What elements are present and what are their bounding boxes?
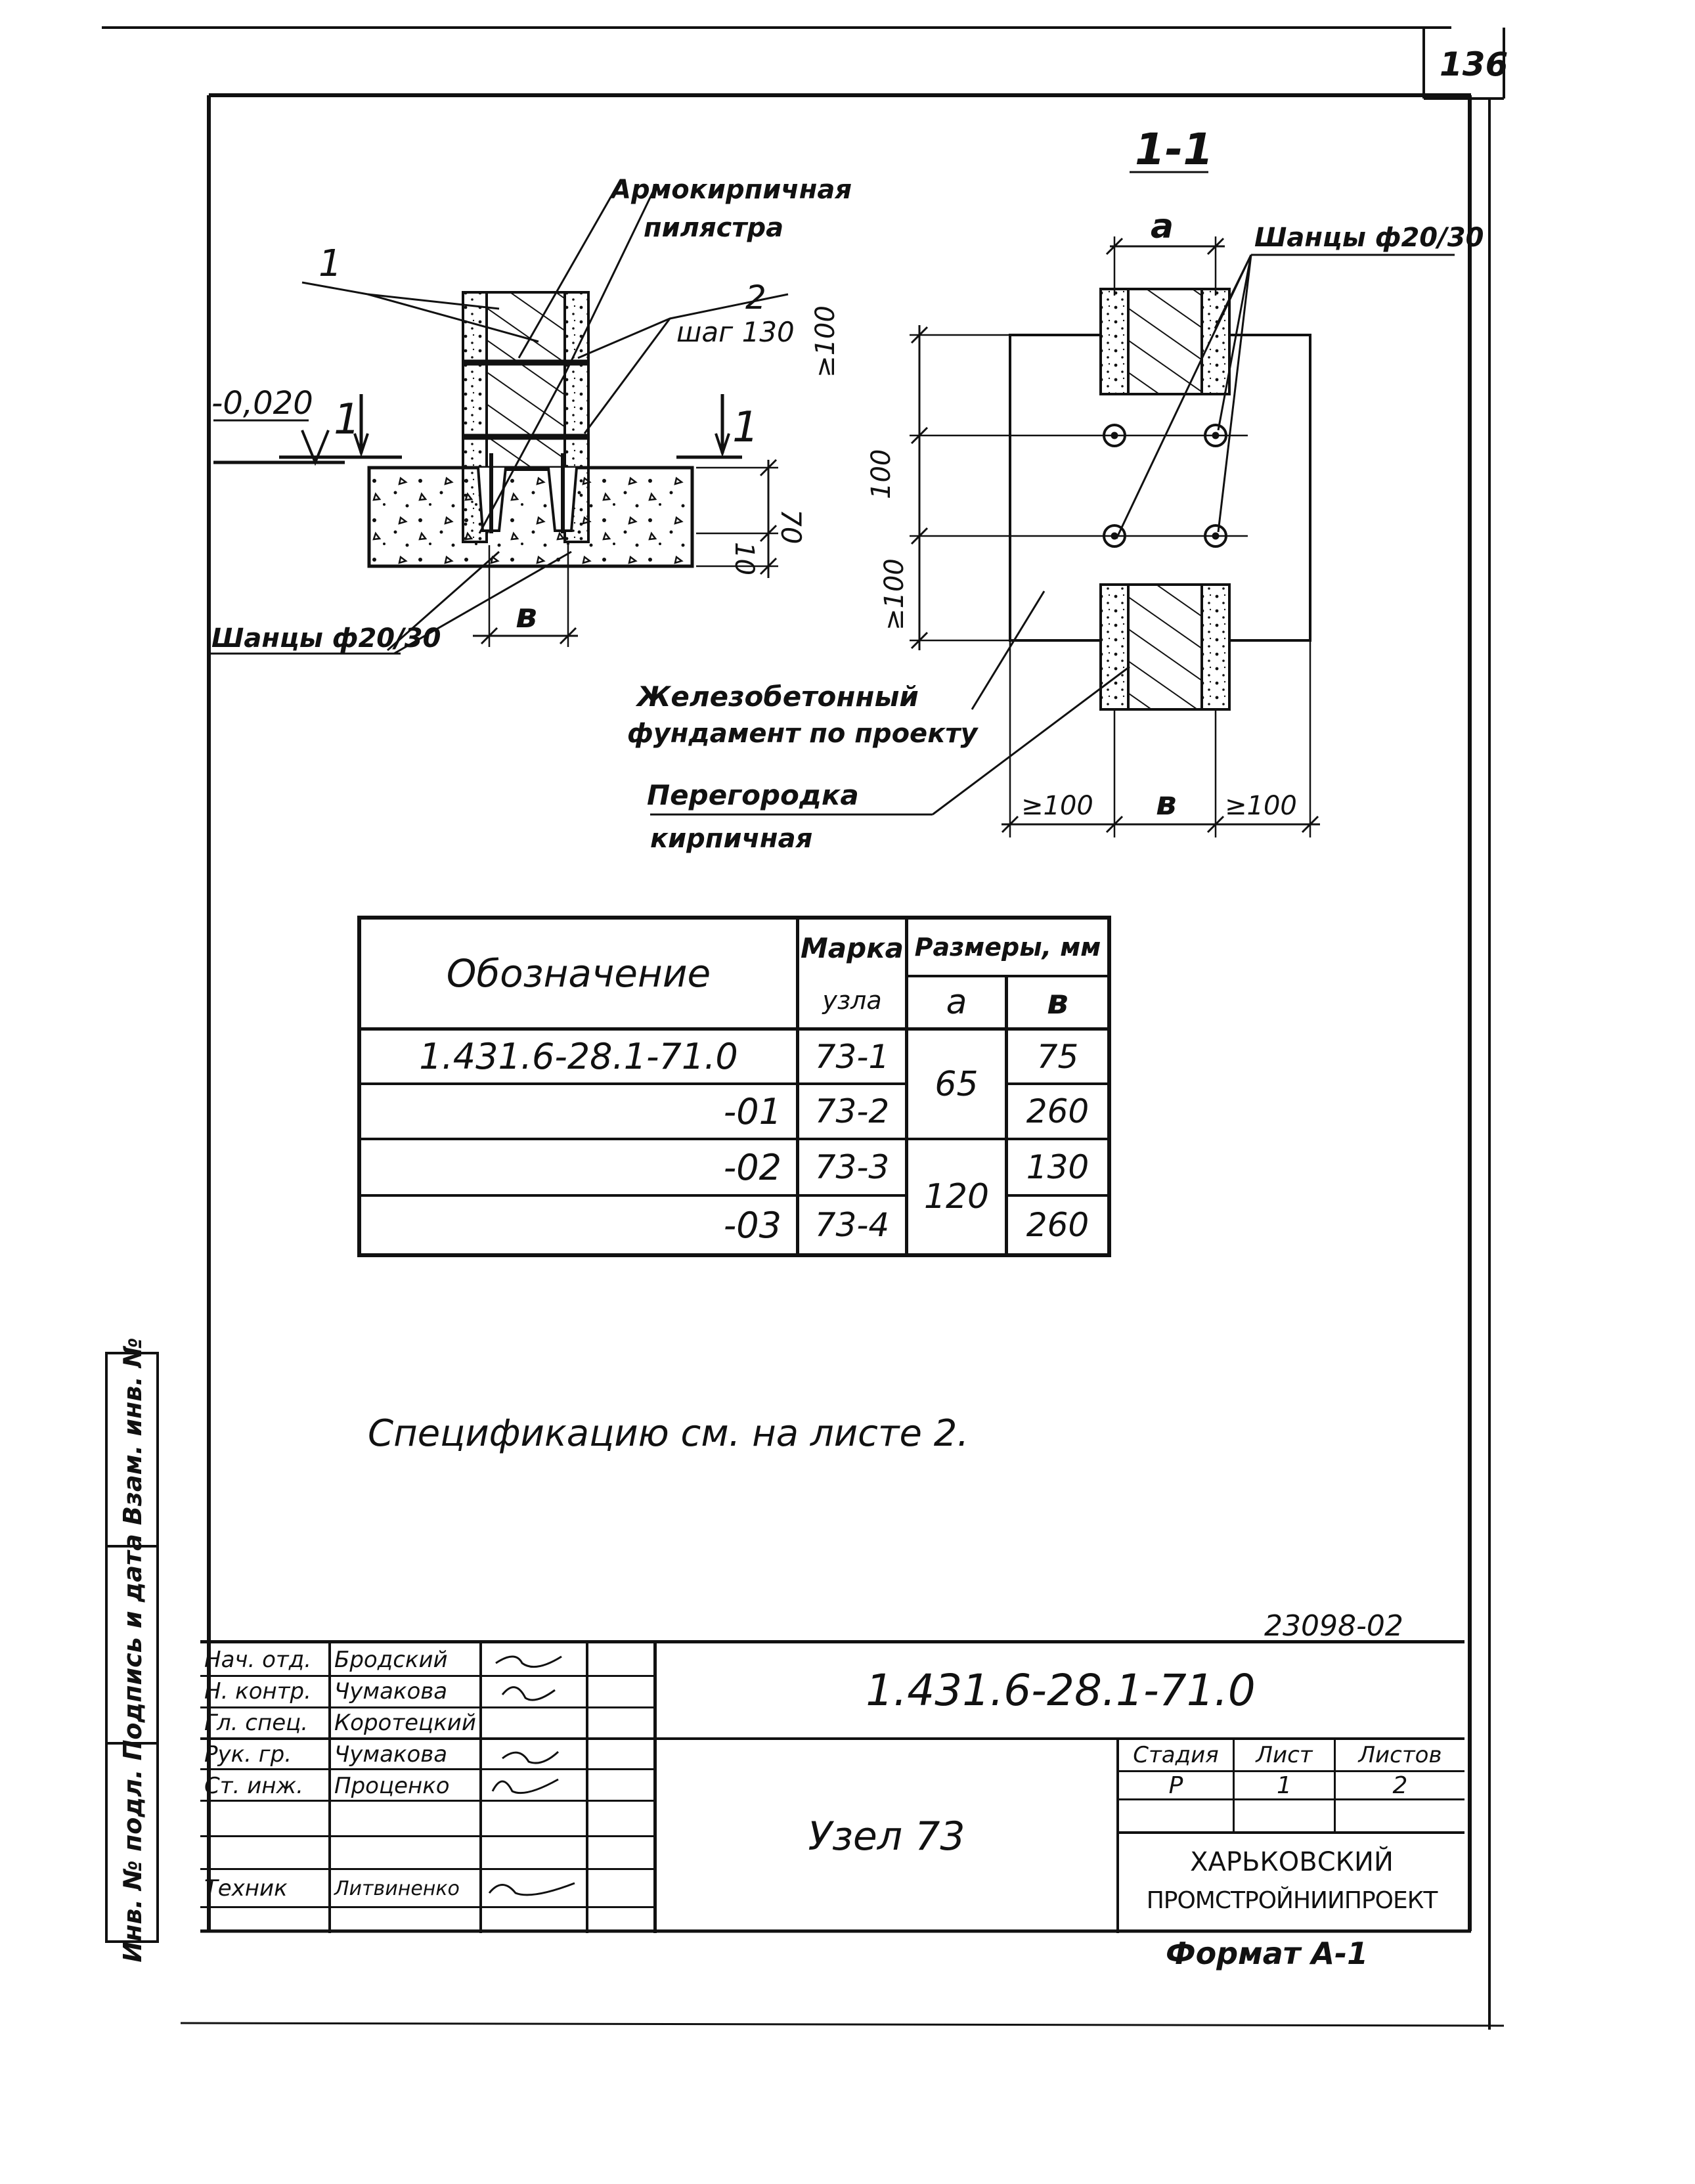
signatures <box>488 1655 575 1896</box>
dim-100: 100 <box>866 449 896 499</box>
row-2-b: 260 <box>1026 1092 1090 1130</box>
row-3-mark: 73-3 <box>814 1148 890 1186</box>
sheet-label: Лист <box>1256 1742 1313 1768</box>
foundation-block <box>367 466 694 568</box>
row-1-designation: 1.431.6-28.1-71.0 <box>419 1036 738 1077</box>
name-7: Литвиненко <box>334 1877 460 1900</box>
dim-10: 10 <box>729 542 759 575</box>
callout-2: 2 <box>745 279 766 317</box>
row-1-b: 75 <box>1036 1037 1079 1076</box>
organization-line-2: Промстройниипроект <box>1146 1886 1438 1914</box>
role-2: Н. контр. <box>204 1678 311 1705</box>
section-mark-left: 1 <box>334 395 361 444</box>
dim-ge100-left: ≥100 <box>1021 791 1093 821</box>
foundation-label-2: фундамент по проекту <box>627 719 979 749</box>
page-number: 136 <box>1440 45 1508 83</box>
sheets-value: 2 <box>1392 1772 1408 1799</box>
role-5: Ст. инж. <box>204 1773 303 1799</box>
side-stamp-text: Инв. № подл. Подпись и дата Взам. инв. № <box>118 1337 147 1963</box>
level-mark: -0,020 <box>211 385 313 422</box>
role-7: Техник <box>204 1875 288 1902</box>
header-a: а <box>946 983 967 1022</box>
pilaster-label-2: пилястра <box>644 213 783 243</box>
header-dimensions: Размеры, мм <box>914 933 1101 962</box>
role-4: Рук. гр. <box>204 1741 292 1768</box>
foundation-label-1: Железобетонный <box>635 680 919 713</box>
dim-70: 70 <box>775 509 807 544</box>
name-2: Чумакова <box>334 1678 448 1705</box>
row-1-mark: 73-1 <box>814 1037 890 1076</box>
name-1: Бродский <box>334 1647 448 1673</box>
elevation-view <box>209 183 789 655</box>
sheet-title: Узел 73 <box>808 1814 965 1860</box>
title-block: Нач. отд. Бродский Н. контр. Чумакова Гл… <box>200 1640 1464 1933</box>
designation-table: Обозначение Марка узла Размеры, мм а в 1… <box>357 916 1111 1257</box>
partition-label-1: Перегородка <box>647 779 859 811</box>
header-designation: Обозначение <box>446 951 711 996</box>
row-2-designation: -01 <box>723 1090 781 1132</box>
row-4-mark: 73-4 <box>814 1206 890 1244</box>
section-mark-right: 1 <box>732 403 759 452</box>
dim-a: а <box>1151 207 1174 246</box>
dim-b-left: в <box>516 596 537 636</box>
header-mark-2: узла <box>822 986 882 1015</box>
section-title: 1-1 <box>1135 124 1213 175</box>
row-3-designation: -02 <box>723 1146 781 1188</box>
sheets-label: Листов <box>1358 1742 1442 1768</box>
dim-ge100-right: ≥100 <box>1225 791 1297 821</box>
name-5: Проценко <box>334 1773 450 1799</box>
callout-1: 1 <box>319 242 342 285</box>
name-4: Чумакова <box>334 1741 448 1768</box>
side-stamp: Инв. № подл. Подпись и дата Взам. инв. № <box>105 1337 159 1963</box>
sheet-frame <box>102 26 1505 2030</box>
role-1: Нач. отд. <box>204 1647 312 1673</box>
row-2-mark: 73-2 <box>814 1092 890 1130</box>
archive-number: 23098-02 <box>1264 1609 1403 1643</box>
stage-label: Стадия <box>1133 1742 1219 1768</box>
step-label: шаг 130 <box>676 316 795 348</box>
row-4-designation: -03 <box>723 1204 781 1246</box>
pilaster-label-1: Армокирпичная <box>609 175 852 205</box>
name-3: Коротецкий <box>334 1710 476 1736</box>
sheet-value: 1 <box>1277 1772 1292 1799</box>
dowels-label-right: Шанцы ф20/30 <box>1254 223 1484 253</box>
dim-ge100-top: ≥100 <box>810 305 841 378</box>
pilaster-brick <box>485 291 566 471</box>
a-group-1: 65 <box>935 1064 979 1104</box>
stage-value: Р <box>1168 1772 1183 1799</box>
format-label: Формат А-1 <box>1166 1936 1368 1971</box>
partition-label-2: кирпичная <box>650 824 812 854</box>
role-3: Гл. спец. <box>204 1710 309 1736</box>
dim-b-bottom: в <box>1156 784 1177 822</box>
row-3-b: 130 <box>1026 1148 1090 1186</box>
dowels-label-left: Шанцы ф20/30 <box>211 623 441 654</box>
header-mark-1: Марка <box>800 931 904 964</box>
a-group-2: 120 <box>923 1177 990 1216</box>
header-b: в <box>1047 983 1068 1022</box>
document-code: 1.431.6-28.1-71.0 <box>866 1665 1256 1716</box>
plan-view <box>650 171 1455 837</box>
row-4-b: 260 <box>1026 1206 1090 1244</box>
dim-ge100-bottom: ≥100 <box>879 558 910 631</box>
specification-note: Спецификацию см. на листе 2. <box>368 1412 969 1455</box>
organization-line-1: Харьковский <box>1190 1847 1394 1877</box>
